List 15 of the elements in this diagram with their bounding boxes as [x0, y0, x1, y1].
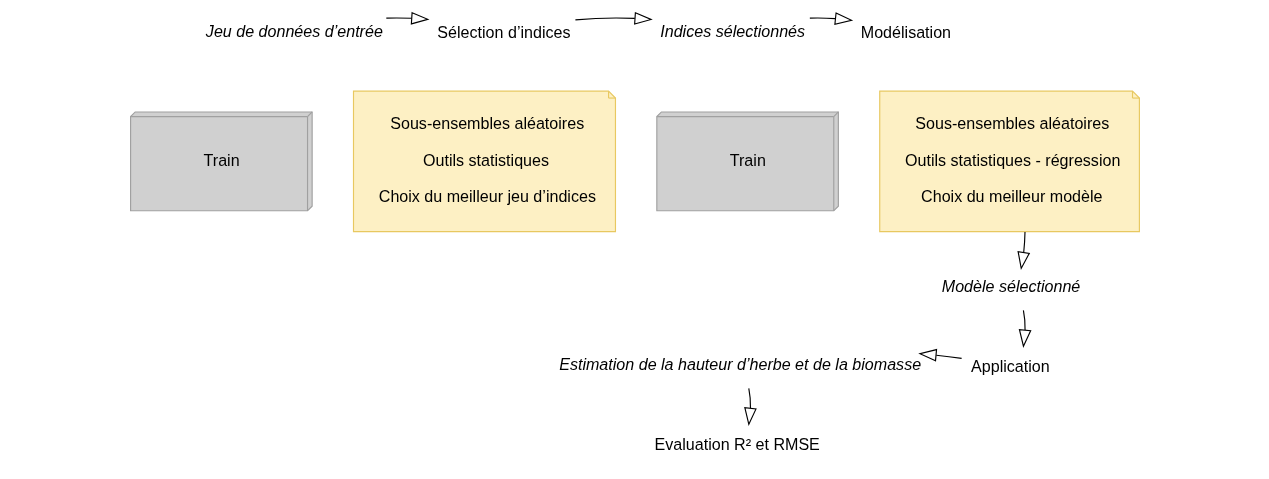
arrow [385, 11, 430, 25]
arrow [574, 11, 653, 25]
node-text: Evaluation R² et RMSE [654, 434, 820, 453]
node-text: Modélisation [860, 22, 951, 41]
node-text: Application [970, 356, 1050, 375]
arrow [1018, 309, 1031, 348]
node-text: Sélection d’indices [436, 22, 571, 41]
arrow [743, 387, 757, 427]
arrow [1016, 231, 1030, 271]
node-text: Modèle sélectionné [941, 277, 1080, 296]
node-text: Estimation de la hauteur d’herbe et de la biomasse [558, 355, 921, 374]
arrow [808, 12, 853, 25]
node-text: Jeu de données d’entrée [205, 21, 383, 40]
node-text: Indices sélectionnés [659, 21, 805, 40]
arrow [917, 348, 962, 362]
